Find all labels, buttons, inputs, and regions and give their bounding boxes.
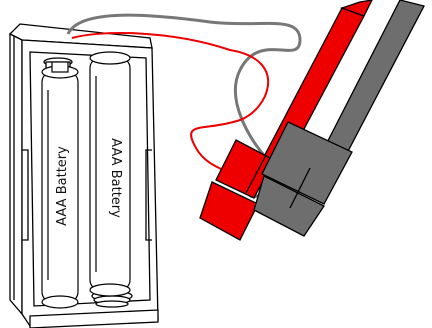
battery-2-label: AAA Battery: [108, 138, 123, 218]
battery-holder-icon: [10, 24, 158, 328]
battery-1-label: AAA Battery: [55, 146, 70, 226]
